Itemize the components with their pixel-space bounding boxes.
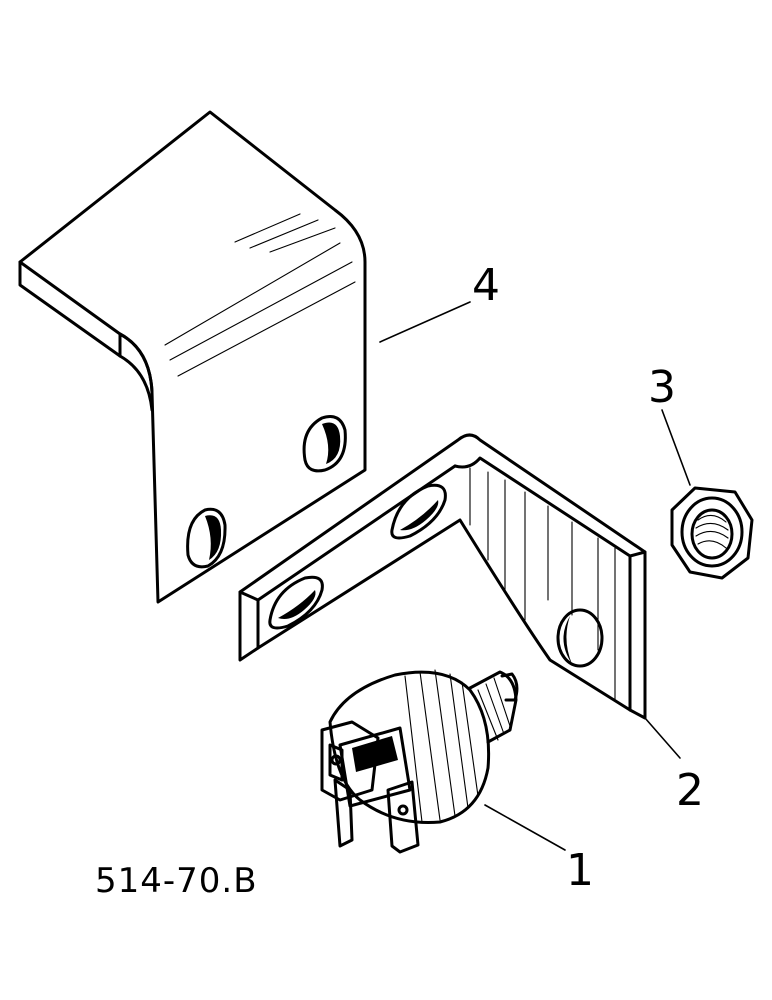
mounting-bracket-part-4 bbox=[18, 110, 471, 604]
angle-bracket-part-2 bbox=[238, 433, 681, 759]
callout-4: 4 bbox=[472, 260, 500, 311]
hex-nut-part-3 bbox=[661, 409, 754, 580]
switch-part-1 bbox=[320, 669, 566, 854]
callout-3: 3 bbox=[648, 362, 676, 413]
callout-1: 1 bbox=[566, 845, 594, 896]
figure-id: 514-70.B bbox=[95, 861, 258, 901]
callout-2: 2 bbox=[676, 765, 704, 816]
